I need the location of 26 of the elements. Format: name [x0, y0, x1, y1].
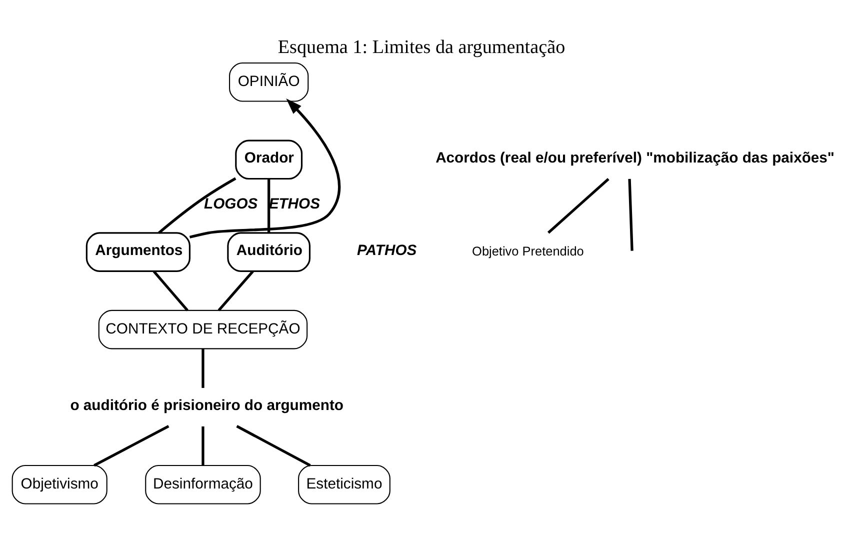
- node-box: Orador: [235, 139, 303, 180]
- label: PATHOS: [356, 242, 417, 258]
- node-box: CONTEXTO DE RECEPÇÃO: [98, 309, 308, 349]
- node-box: Objetivismo: [12, 464, 108, 504]
- connector: [202, 348, 204, 388]
- connector: [547, 177, 610, 234]
- connector: [236, 424, 311, 466]
- connector: [158, 176, 236, 234]
- node-box: Esteticismo: [298, 464, 390, 504]
- node-box: Auditório: [227, 232, 311, 272]
- connector: [628, 178, 634, 250]
- arrow: [189, 98, 341, 238]
- node-text: Objetivo Pretendido: [472, 242, 584, 258]
- connector: [152, 270, 188, 311]
- node-box: Desinformação: [145, 464, 261, 504]
- node-box: OPINIÃO: [229, 62, 309, 102]
- edge-label: ETHOS: [268, 196, 320, 212]
- node-text: o auditório é prisioneiro do argumento: [70, 397, 344, 414]
- connector: [218, 270, 254, 311]
- node-text: Acordos (real e/ou preferível) "mobilização das paixões": [436, 150, 834, 166]
- edge-label: LOGOS: [204, 196, 258, 212]
- connector: [268, 178, 270, 232]
- node-box: Argumentos: [86, 232, 190, 272]
- diagram-title: Esquema 1: Limites da argumentação: [278, 36, 566, 58]
- connector: [94, 424, 170, 466]
- connector: [202, 426, 204, 465]
